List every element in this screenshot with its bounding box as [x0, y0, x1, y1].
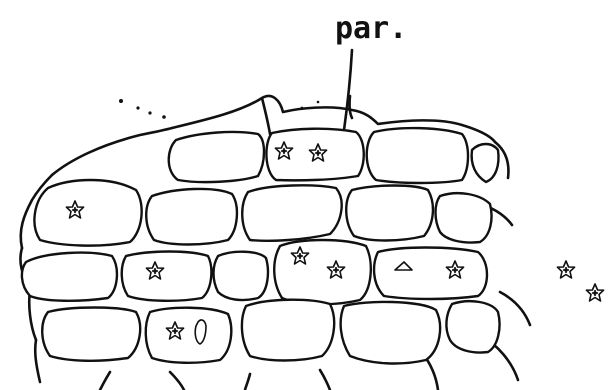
cell-row3-5 — [374, 248, 487, 300]
cell-row4-4 — [341, 302, 440, 364]
cell-top-1 — [169, 132, 264, 182]
cell-row3-3 — [214, 252, 268, 300]
par-label: par. — [335, 11, 407, 46]
star-crystal-icon — [586, 284, 603, 301]
cell-mid-5 — [436, 193, 492, 242]
cell-mid-3 — [242, 185, 341, 240]
cell-row3-1 — [22, 253, 117, 301]
cell-top-3 — [367, 128, 468, 183]
parenchyma-cells — [22, 128, 500, 363]
cell-mid-2 — [146, 189, 237, 245]
cell-row3-4 — [274, 240, 371, 304]
star-crystal-icon — [557, 261, 574, 278]
cell-top-par — [266, 129, 363, 181]
cell-row4-2 — [146, 308, 232, 363]
cell-row4-3 — [242, 300, 334, 361]
cell-top-4 — [472, 144, 499, 182]
cell-row4-5 — [446, 301, 499, 352]
cell-mid-1 — [34, 180, 141, 246]
cell-row4-1 — [42, 308, 140, 361]
cell-mid-4 — [346, 186, 433, 241]
cell-row3-2 — [122, 252, 212, 301]
